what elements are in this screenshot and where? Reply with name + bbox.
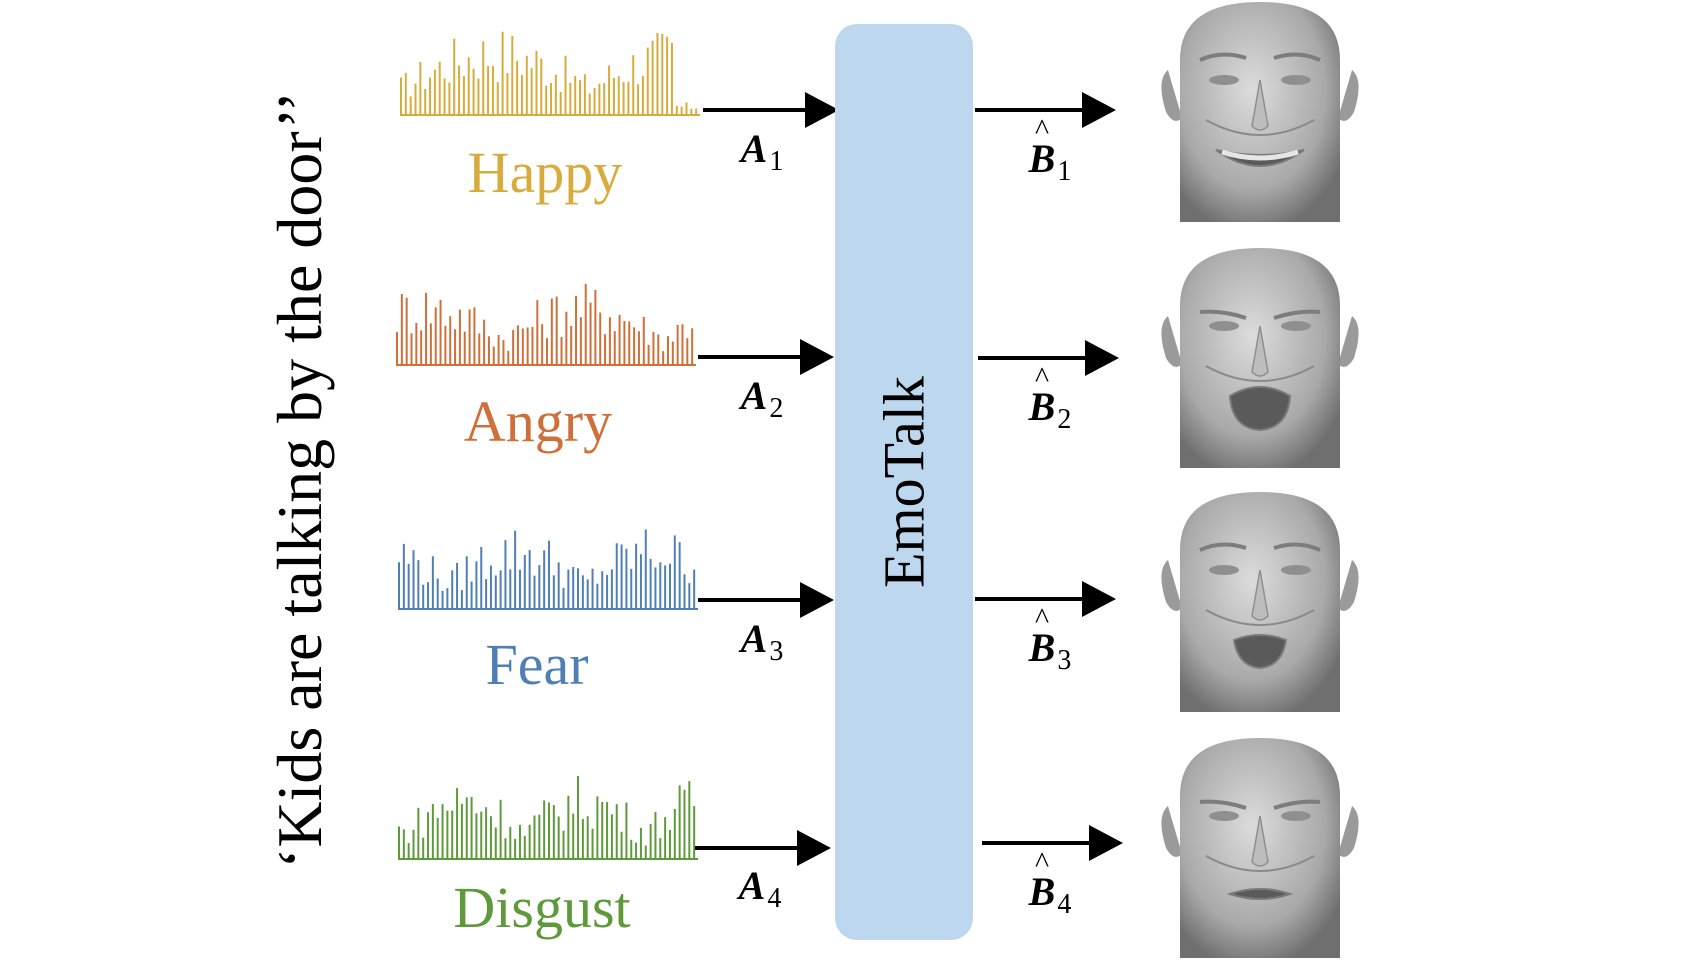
right-eye: [1281, 565, 1311, 575]
right-ear: [1338, 806, 1359, 857]
left-ear: [1161, 70, 1182, 121]
audio-symbol-3: A3: [740, 616, 784, 667]
cheek-line: [1205, 365, 1315, 382]
emotion-label-happy: Happy: [467, 140, 623, 205]
emotion-label-angry: Angry: [463, 389, 613, 454]
audio-waveform-happy: [400, 31, 700, 116]
mouth: [1226, 888, 1294, 900]
blendshape-symbol-2: B2: [1029, 383, 1072, 436]
face-happy: [1161, 2, 1359, 222]
arrow-input-3: [698, 582, 834, 618]
left-eye: [1209, 811, 1239, 821]
blendshape-symbol-1: B1: [1029, 135, 1072, 188]
left-brow: [1199, 799, 1247, 810]
right-brow: [1273, 52, 1321, 62]
right-brow: [1273, 799, 1321, 810]
arrow-input-2: [698, 339, 834, 375]
arrow-output-1: [975, 92, 1116, 128]
right-eye: [1281, 811, 1311, 821]
left-brow: [1199, 52, 1247, 62]
audio-waveform-disgust: [398, 776, 698, 860]
blendshape-symbol-4: B4: [1029, 868, 1072, 921]
arrow-input-1: [703, 92, 839, 128]
cheek-line: [1205, 855, 1315, 872]
right-ear: [1338, 70, 1359, 121]
face-disgust: [1161, 738, 1359, 958]
left-eye: [1209, 75, 1239, 85]
model-name: EmoTalk: [871, 376, 937, 588]
cheek-line: [1205, 609, 1315, 626]
blendshape-symbol-3: B3: [1029, 624, 1072, 677]
emotion-label-fear: Fear: [485, 632, 589, 697]
face-angry: [1161, 248, 1359, 468]
arrow-output-3: [975, 581, 1116, 617]
right-ear: [1338, 560, 1359, 611]
face-fear: [1161, 492, 1359, 712]
left-eye: [1209, 565, 1239, 575]
nose: [1251, 325, 1269, 377]
right-eye: [1281, 75, 1311, 85]
left-brow: [1199, 542, 1247, 552]
arrow-input-4: [695, 830, 831, 866]
left-brow: [1199, 309, 1247, 320]
mouth: [1232, 634, 1288, 670]
cheek-line: [1205, 119, 1315, 136]
teeth: [1221, 149, 1299, 161]
emotion-label-disgust: Disgust: [453, 875, 631, 940]
nose: [1251, 815, 1269, 867]
emotalk-model-block: EmoTalk: [835, 24, 973, 940]
audio-symbol-1: A1: [740, 126, 784, 177]
audio-symbol-4: A4: [738, 863, 782, 914]
right-ear: [1338, 316, 1359, 367]
left-ear: [1161, 316, 1182, 367]
left-eye: [1209, 321, 1239, 331]
mouth: [1228, 386, 1292, 432]
right-brow: [1273, 309, 1321, 320]
audio-waveform-fear: [398, 529, 698, 610]
input-sentence: ‘Kids are talking by the door’’: [264, 91, 335, 869]
nose: [1251, 79, 1269, 131]
nose: [1251, 569, 1269, 621]
audio-waveform-angry: [396, 283, 696, 366]
left-ear: [1161, 806, 1182, 857]
arrow-output-4: [982, 825, 1123, 861]
left-ear: [1161, 560, 1182, 611]
audio-symbol-2: A2: [740, 373, 784, 424]
arrow-output-2: [978, 340, 1119, 376]
right-eye: [1281, 321, 1311, 331]
right-brow: [1273, 542, 1321, 552]
